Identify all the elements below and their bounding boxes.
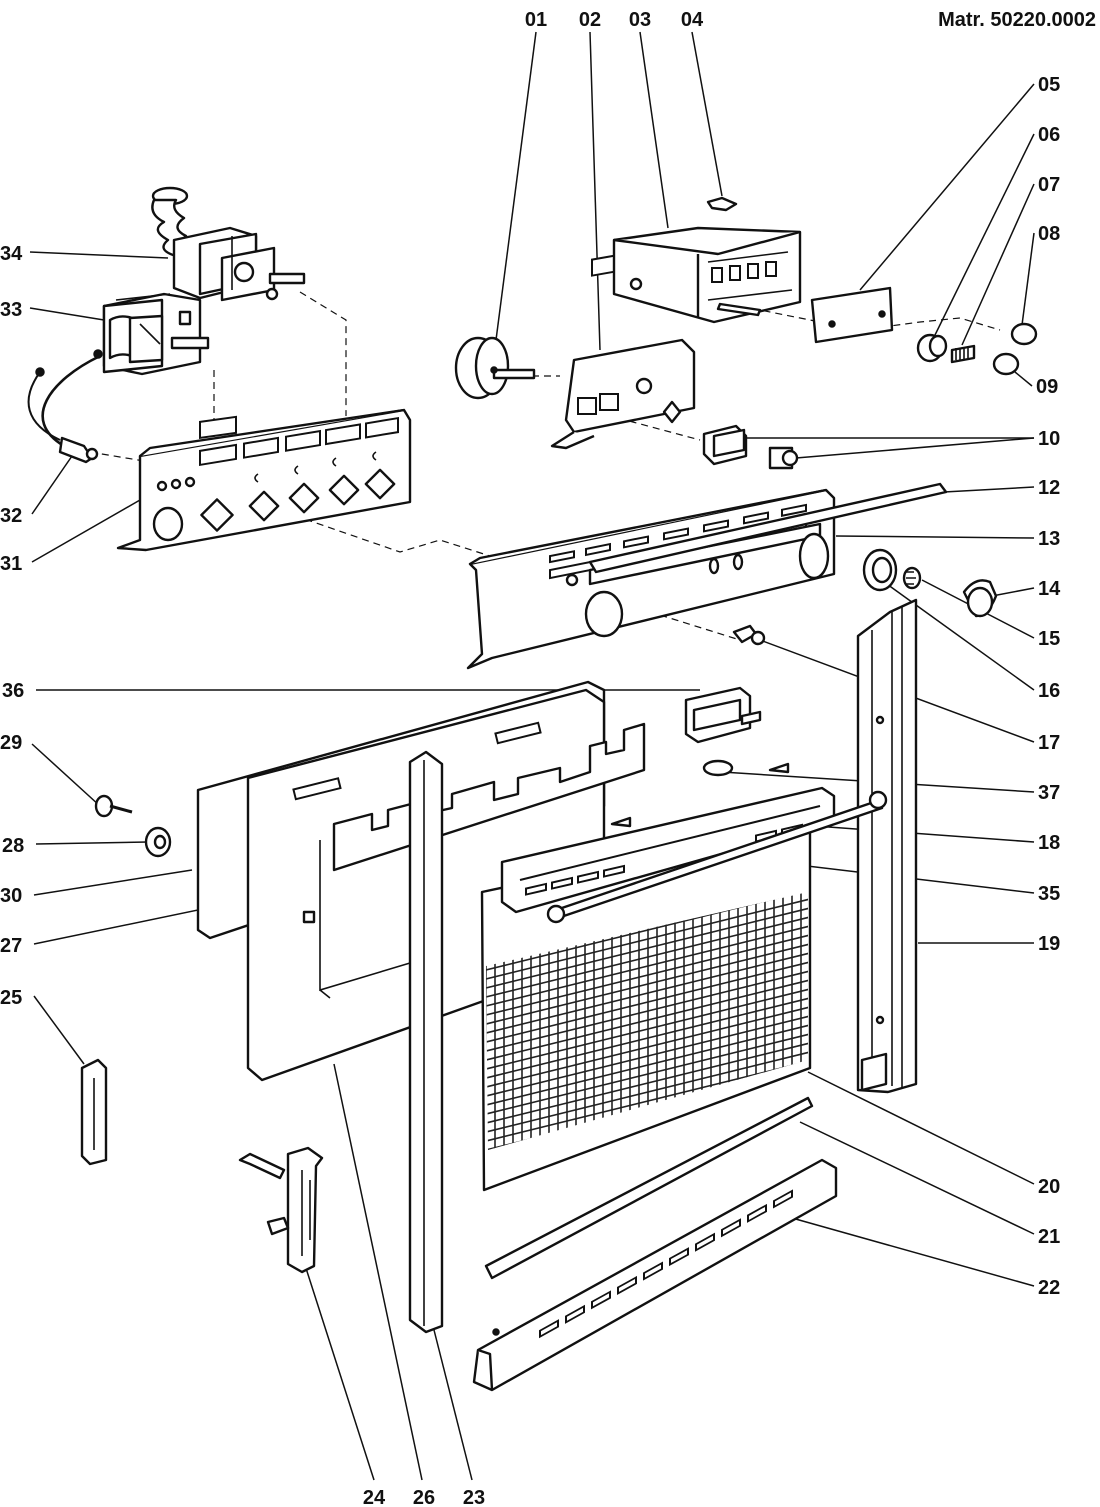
callout-33: 33 — [0, 299, 22, 321]
cover-plate — [810, 286, 894, 344]
mesh-line — [486, 1024, 808, 1106]
gas-tap-assembly — [151, 186, 306, 302]
callout-29: 29 — [0, 732, 22, 754]
mesh-line — [486, 898, 808, 980]
callout-21: 21 — [1038, 1226, 1060, 1248]
control-box — [612, 226, 802, 324]
callout-20: 20 — [1038, 1176, 1060, 1198]
bottom-vent-rail — [472, 1158, 838, 1392]
mesh-line — [486, 979, 808, 1061]
mesh-line — [486, 961, 808, 1043]
knob-parts — [916, 322, 1038, 376]
callout-34: 34 — [0, 243, 23, 265]
main-control-panel — [466, 488, 836, 670]
mesh-line — [486, 970, 808, 1052]
callout-01: 01 — [525, 9, 547, 31]
callout-12: 12 — [1038, 477, 1060, 499]
mesh-line — [486, 907, 808, 989]
callout-09: 09 — [1036, 376, 1058, 398]
callout-35: 35 — [1038, 883, 1060, 905]
callout-15: 15 — [1038, 628, 1060, 650]
material-number: Matr. 50220.0002 — [938, 9, 1096, 31]
mesh-line — [486, 1042, 808, 1124]
callout-25: 25 — [0, 987, 22, 1009]
door-trim-vertical — [408, 750, 444, 1334]
callout-26: 26 — [413, 1487, 435, 1507]
callout-28: 28 — [2, 835, 24, 857]
bottom-trim-strip — [484, 1096, 814, 1280]
door-top-trim — [500, 759, 888, 924]
callout-31: 31 — [0, 553, 22, 575]
mesh-line — [486, 916, 808, 998]
ignition-cable — [27, 349, 103, 464]
callout-17: 17 — [1038, 732, 1060, 754]
door-hinge — [238, 1146, 324, 1274]
callout-37: 37 — [1038, 782, 1060, 804]
side-rail — [856, 598, 918, 1094]
callout-32: 32 — [0, 505, 22, 527]
mesh-line — [486, 952, 808, 1034]
callout-30: 30 — [0, 885, 22, 907]
callout-27: 27 — [0, 935, 22, 957]
switches — [702, 424, 799, 470]
callout-08: 08 — [1038, 223, 1060, 245]
callout-05: 05 — [1038, 74, 1060, 96]
callout-23: 23 — [463, 1487, 485, 1507]
mesh-line — [486, 1051, 808, 1133]
mesh-line — [486, 988, 808, 1070]
callout-04: 04 — [681, 9, 704, 31]
callout-07: 07 — [1038, 174, 1060, 196]
callout-13: 13 — [1038, 528, 1060, 550]
timer — [454, 336, 536, 400]
mesh-line — [486, 1015, 808, 1097]
mesh-line — [486, 1060, 808, 1142]
callout-16: 16 — [1038, 680, 1060, 702]
callout-36: 36 — [2, 680, 24, 702]
small-hinge — [80, 1058, 108, 1166]
mesh-line — [486, 1006, 808, 1088]
callout-18: 18 — [1038, 832, 1060, 854]
top-rail — [588, 482, 948, 574]
bolt-and-washer — [94, 794, 172, 858]
control-panel-left — [116, 408, 412, 552]
callout-24: 24 — [363, 1487, 386, 1507]
mesh-line — [486, 1033, 808, 1115]
callout-22: 22 — [1038, 1277, 1060, 1299]
mesh-line — [486, 934, 808, 1016]
callout-06: 06 — [1038, 124, 1060, 146]
clip — [706, 196, 738, 212]
callout-labels: Matr. 50220.0002 01 02 03 04 05 06 07 08… — [0, 9, 1096, 1507]
mesh-line — [486, 997, 808, 1079]
mesh-line — [486, 943, 808, 1025]
callout-19: 19 — [1038, 933, 1060, 955]
callout-02: 02 — [579, 9, 601, 31]
front-knob-parts — [732, 548, 998, 646]
mesh-line — [486, 925, 808, 1007]
callout-14: 14 — [1038, 578, 1061, 600]
hinge-block — [684, 686, 762, 744]
switch-block — [102, 292, 210, 376]
callout-10: 10 — [1038, 428, 1060, 450]
callout-03: 03 — [629, 9, 651, 31]
